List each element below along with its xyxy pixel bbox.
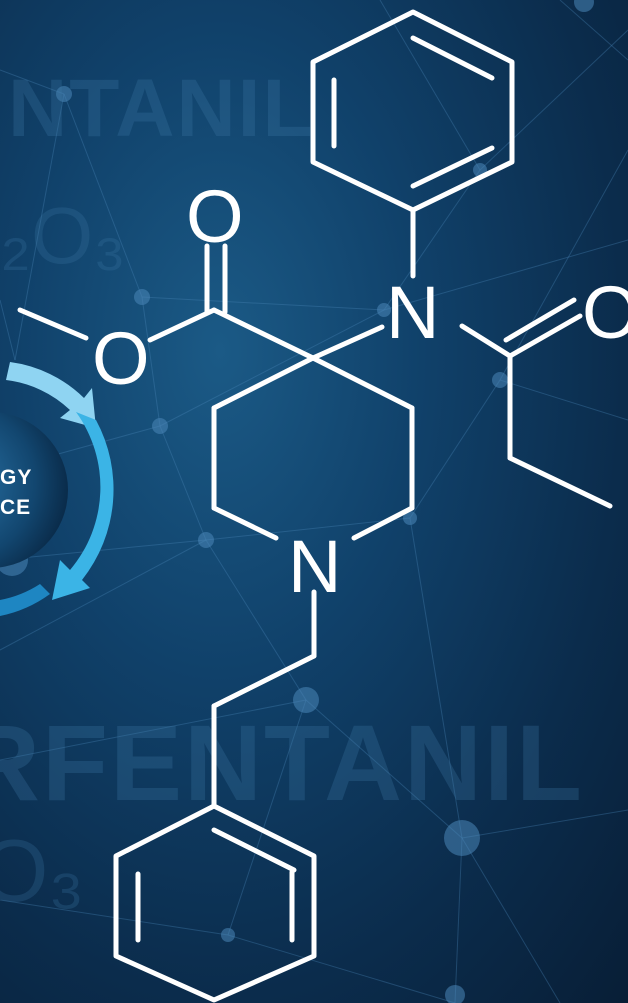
mesh-line: [14, 93, 65, 361]
mesh-line: [0, 699, 307, 761]
background-word-bottom: RFENTANIL: [0, 702, 584, 823]
mesh-line: [461, 809, 628, 839]
bond-methyl: [17, 307, 89, 341]
double-bond-inner: [211, 827, 297, 873]
mesh-line: [0, 539, 207, 651]
mesh-node: [403, 511, 417, 525]
mesh-line: [0, 299, 16, 361]
piperidine-bond: [351, 505, 415, 541]
atom-label-oxygen-carbonyl: O: [186, 175, 244, 258]
mesh-line: [159, 309, 385, 427]
mesh-node: [134, 289, 150, 305]
mesh-line: [141, 296, 385, 311]
piperidine-bond: [211, 355, 316, 411]
mesh-node: [198, 532, 214, 548]
bond-amide-carbonyl: [507, 313, 583, 359]
mesh-line: [205, 517, 411, 541]
atom-label-oxygen-amide: O: [582, 271, 628, 354]
atom-label-nitrogen-piperidine: N: [288, 525, 342, 608]
mesh-line: [383, 239, 628, 311]
mesh-line: [559, 0, 628, 61]
mesh-node: [444, 820, 480, 856]
mesh-node: [445, 985, 465, 1003]
double-bond-inner: [410, 35, 495, 81]
background-formula-top: ₂O₃: [0, 191, 126, 280]
bond-quaternary-ester: [211, 307, 316, 361]
mesh-line: [141, 296, 161, 427]
background-formula-bottom: O₃: [0, 821, 85, 920]
mesh-line: [461, 837, 561, 1003]
mesh-line: [499, 149, 628, 381]
badge-arrow-top-icon: [6, 362, 96, 428]
piperidine-bond: [310, 355, 415, 411]
mesh-line: [479, 29, 628, 171]
phenyl-ring-top: [310, 9, 515, 213]
bond-chain-2: [211, 653, 317, 709]
mesh-line: [379, 0, 481, 171]
bond-amide-carbonyl-double: [503, 297, 577, 343]
mesh-line: [305, 699, 463, 839]
piperidine-bond: [211, 505, 279, 541]
mesh-node: [293, 687, 319, 713]
mesh-line: [227, 934, 456, 1003]
mesh-node: [377, 303, 391, 317]
mesh-line: [0, 69, 65, 95]
mesh-node: [56, 86, 72, 102]
mesh-line: [227, 699, 307, 936]
mesh-line: [409, 379, 501, 519]
bond-ester-oxygen: [147, 307, 217, 343]
double-bond-inner: [410, 145, 495, 189]
mesh-line: [0, 539, 207, 561]
mesh-line: [63, 93, 143, 298]
badge-arrow-right-icon: [52, 412, 114, 600]
mesh-node: [221, 928, 235, 942]
mesh-line: [409, 517, 463, 839]
atom-label-nitrogen-amide: N: [386, 271, 440, 354]
mesh-line: [383, 169, 481, 311]
atom-label-oxygen-ester: O: [92, 317, 150, 400]
badge-core: [0, 412, 68, 568]
phenyl-ring-bottom: [113, 803, 317, 1003]
mesh-line: [205, 539, 307, 701]
bond-ethyl-2: [507, 455, 613, 509]
background-word-top: NTANIL: [8, 63, 315, 154]
mesh-line: [454, 837, 463, 1003]
mesh-node: [492, 372, 508, 388]
badge-arrow-bottom-icon: [0, 584, 50, 616]
badge-text-line-2: CE: [0, 496, 32, 519]
bond-n-amide-carbon: [459, 323, 513, 359]
mesh-node: [574, 0, 594, 12]
badge-text-line-1: GY: [0, 466, 33, 489]
bond-n-quaternary: [310, 324, 385, 361]
mesh-node: [152, 418, 168, 434]
mesh-line: [499, 379, 628, 421]
mesh-line: [159, 425, 207, 541]
